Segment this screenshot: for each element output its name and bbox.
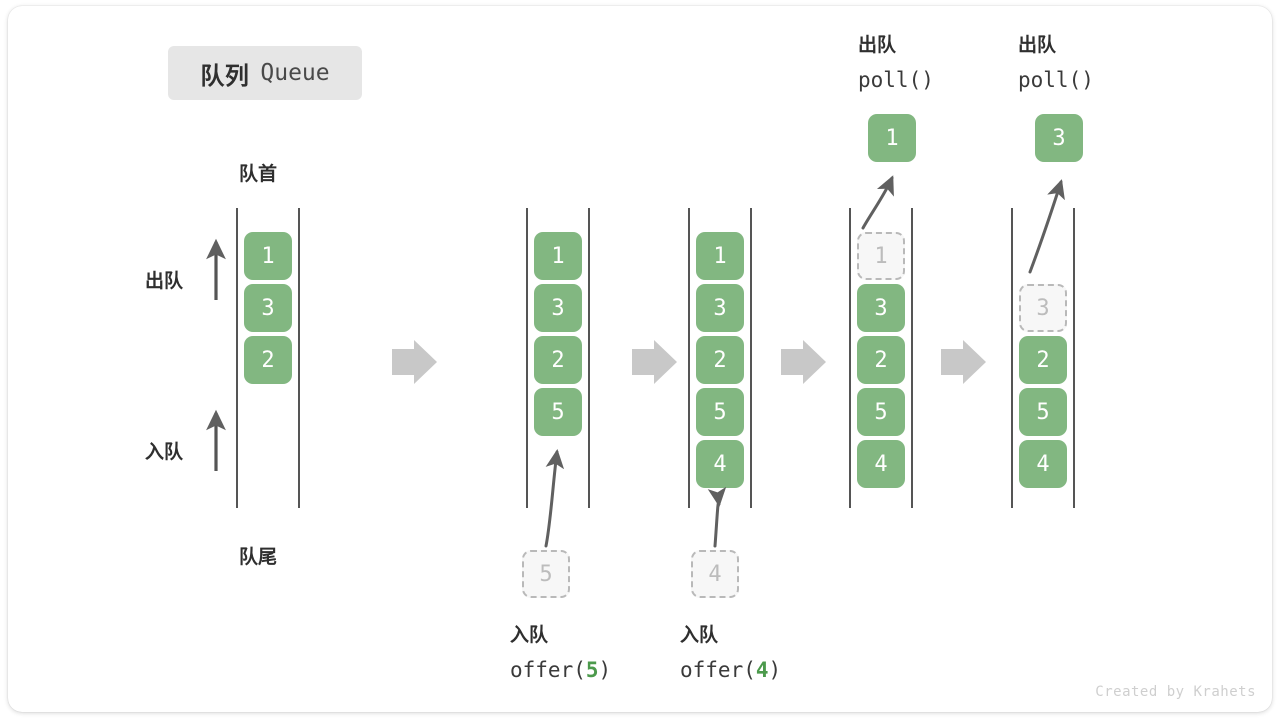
queue-cell: 5 <box>534 388 582 436</box>
queue-cell: 1 <box>857 232 905 280</box>
queue-rail-right <box>750 208 752 508</box>
label-queue-rear: 队尾 <box>239 547 278 568</box>
queue-cell: 3 <box>244 284 292 332</box>
step-arrow-1 <box>392 340 437 384</box>
queue-cell: 3 <box>534 284 582 332</box>
queue-rail-left <box>688 208 690 508</box>
queue-cell: 3 <box>696 284 744 332</box>
popped-box-3: 3 <box>1035 114 1083 162</box>
queue-cell: 2 <box>244 336 292 384</box>
queue-cell: 2 <box>857 336 905 384</box>
queue-cell: 2 <box>696 336 744 384</box>
queue-rail-left <box>236 208 238 508</box>
op-label-offer-5-cn: 入队 <box>510 625 549 646</box>
popped-box-1: 1 <box>868 114 916 162</box>
op-label-poll-3: 出队 poll() <box>1018 28 1094 98</box>
queue-cell: 2 <box>534 336 582 384</box>
queue-cell: 4 <box>696 440 744 488</box>
label-queue-front: 队首 <box>239 164 278 185</box>
queue-rail-left <box>526 208 528 508</box>
queue-cell: 1 <box>244 232 292 280</box>
queue-cell: 1 <box>696 232 744 280</box>
pending-box-4: 4 <box>691 550 739 598</box>
queue-rail-right <box>911 208 913 508</box>
queue-rail-right <box>298 208 300 508</box>
label-dequeue-direction: 出队 <box>145 271 184 292</box>
queue-rail-left <box>1011 208 1013 508</box>
diagram-stage: 队列 Queue 队首 队尾 出队 入队 入队 offer(5) 入队 offe… <box>8 6 1272 712</box>
op-label-poll-3-cn: 出队 <box>1018 35 1057 56</box>
op-label-poll-1-cn: 出队 <box>858 35 897 56</box>
op-label-poll-1: 出队 poll() <box>858 28 934 98</box>
connector-overlay <box>206 175 1065 548</box>
queue-cell: 3 <box>1019 284 1067 332</box>
op-label-offer-5: 入队 offer(5) <box>510 618 611 688</box>
enqueue-arrow-4 <box>707 486 727 548</box>
op-label-offer-4-code: offer(4) <box>680 658 782 682</box>
op-label-poll-1-code: poll() <box>858 68 934 92</box>
step-arrow-2 <box>632 340 677 384</box>
queue-cell: 5 <box>696 388 744 436</box>
queue-rail-right <box>1073 208 1075 508</box>
pending-box-5: 5 <box>522 550 570 598</box>
queue-cell: 4 <box>857 440 905 488</box>
queue-cell: 5 <box>857 388 905 436</box>
queue-cell: 5 <box>1019 388 1067 436</box>
title-cn: 队列 <box>200 62 250 90</box>
step-arrow-4 <box>941 340 986 384</box>
diagram-card: 队列 Queue 队首 队尾 出队 入队 入队 offer(5) 入队 offe… <box>8 6 1272 712</box>
op-label-poll-3-code: poll() <box>1018 68 1094 92</box>
step-arrow-3 <box>781 340 826 384</box>
op-label-offer-4: 入队 offer(4) <box>680 618 781 688</box>
queue-rail-right <box>588 208 590 508</box>
watermark: Created by Krahets <box>1095 684 1256 700</box>
op-label-offer-5-code: offer(5) <box>510 658 612 682</box>
queue-cell: 3 <box>857 284 905 332</box>
label-enqueue-direction: 入队 <box>145 442 184 463</box>
queue-cell: 4 <box>1019 440 1067 488</box>
queue-cell: 1 <box>534 232 582 280</box>
queue-cell: 2 <box>1019 336 1067 384</box>
queue-rail-left <box>849 208 851 508</box>
op-label-offer-4-cn: 入队 <box>680 625 719 646</box>
title-badge: 队列 Queue <box>168 46 362 100</box>
title-en: Queue <box>260 60 330 86</box>
